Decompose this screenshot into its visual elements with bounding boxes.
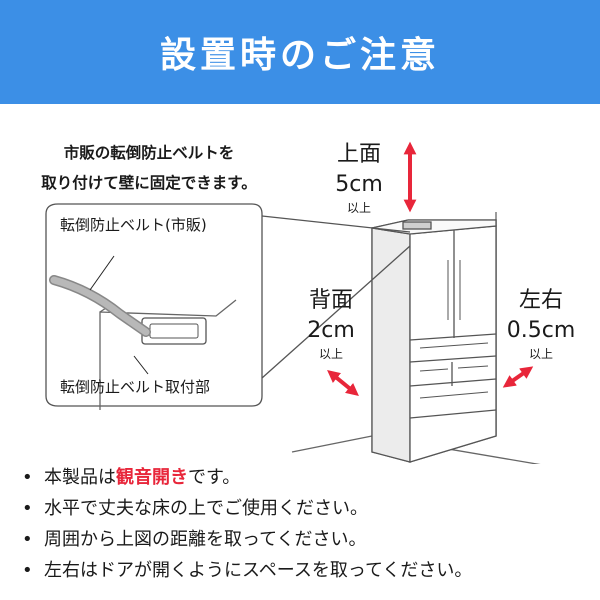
top-clearance-title: 上面	[336, 142, 381, 167]
top-clearance-label: 上面 5cm 以上	[324, 140, 394, 216]
back-clearance-suffix: 以上	[318, 347, 343, 361]
intro-text: 市販の転倒防止ベルトを 取り付けて壁に固定できます。	[14, 138, 284, 198]
bullet: •	[22, 467, 33, 488]
intro-line-1: 市販の転倒防止ベルトを	[63, 144, 235, 162]
note-1-pre: 本製品は	[44, 467, 116, 488]
bullet: •	[22, 529, 33, 550]
note-1-post: です。	[188, 467, 241, 488]
note-item: • 水平で丈夫な床の上でご使用ください。	[22, 493, 472, 524]
note-item: • 周囲から上図の距離を取ってください。	[22, 524, 472, 555]
belt-label: 転倒防止ベルト(市販)	[60, 216, 207, 234]
side-clearance-suffix: 以上	[528, 347, 553, 361]
page-title: 設置時のご注意	[159, 35, 440, 76]
note-3: 周囲から上図の距離を取ってください。	[44, 529, 367, 550]
side-clearance-label: 左右 0.5cm 以上	[496, 286, 586, 362]
side-clearance-value: 0.5cm	[506, 318, 576, 343]
bullet: •	[22, 560, 33, 581]
header-banner: 設置時のご注意	[0, 0, 600, 104]
installation-illustration	[45, 141, 541, 464]
note-4: 左右はドアが開くようにスペースを取ってください。	[44, 560, 473, 581]
bullet: •	[22, 498, 33, 519]
intro-line-2: 取り付けて壁に固定できます。	[41, 174, 257, 192]
note-2: 水平で丈夫な床の上でご使用ください。	[44, 498, 368, 519]
zoom-callout	[45, 203, 411, 410]
back-clearance-value: 2cm	[307, 318, 355, 343]
back-clearance-label: 背面 2cm 以上	[296, 286, 366, 362]
side-clearance-arrow	[502, 366, 534, 388]
clearance-arrows	[327, 141, 534, 397]
note-item: • 左右はドアが開くようにスペースを取ってください。	[22, 555, 472, 586]
notes-list: • 本製品は観音開きです。 • 水平で丈夫な床の上でご使用ください。 • 周囲から上図…	[22, 462, 472, 586]
side-clearance-title: 左右	[518, 288, 563, 313]
mount-label: 転倒防止ベルト取付部	[60, 378, 211, 396]
back-clearance-arrow	[327, 369, 359, 397]
refrigerator	[371, 219, 497, 463]
note-1-emphasis: 観音開き	[116, 467, 188, 488]
note-item: • 本製品は観音開きです。	[22, 462, 472, 493]
top-clearance-suffix: 以上	[346, 201, 371, 215]
back-clearance-title: 背面	[308, 288, 353, 313]
top-clearance-value: 5cm	[335, 172, 383, 197]
